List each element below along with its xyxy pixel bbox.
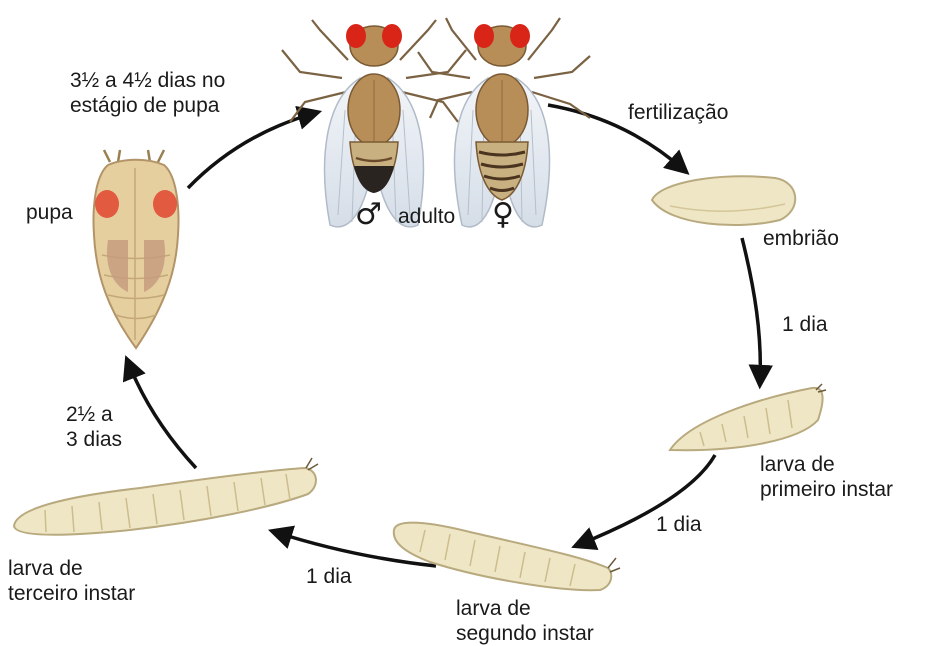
second-instar-label: larva de segundo instar [456,596,594,646]
duration-first-to-second-instar: 1 dia [656,512,702,537]
adult-label: adulto [398,204,455,229]
second-instar-larva [394,523,620,591]
pupa-illustration [94,150,179,348]
female-symbol: ♀ [492,200,514,230]
first-instar-label: larva de primeiro instar [760,452,893,502]
third-instar-larva [14,458,318,535]
arrow-pupa-to-adult [188,113,315,188]
duration-third-instar-to-pupa: 2½ a 3 dias [66,402,122,452]
arrow-third-instar-to-pupa [128,362,196,468]
embryo-illustration [652,176,795,225]
duration-second-to-third-instar: 1 dia [306,564,352,589]
pupa-duration-label: 3½ a 4½ dias no estágio de pupa [70,68,225,118]
fertilization-label: fertilização [628,100,728,125]
male-symbol: ♂ [355,200,382,230]
first-instar-larva [670,384,826,450]
adult-male-fly [282,20,466,227]
embryo-label: embrião [763,226,839,251]
adult-female-fly [418,18,590,227]
duration-embryo-to-first-instar: 1 dia [782,312,828,337]
third-instar-label: larva de terceiro instar [8,556,135,606]
pupa-label: pupa [26,200,73,225]
arrow-embryo-to-first-instar [742,238,760,382]
